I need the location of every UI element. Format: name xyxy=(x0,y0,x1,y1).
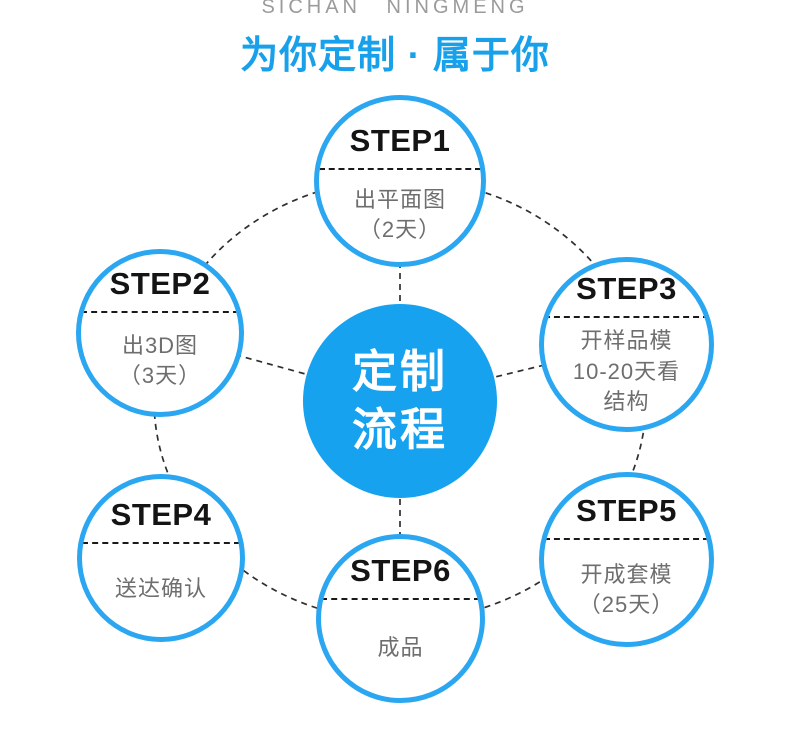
step2-desc-line: （3天） xyxy=(118,363,202,389)
step3-desc-line: 结构 xyxy=(603,388,650,414)
step-circle-2: STEP2 出3D图 （3天） xyxy=(76,249,244,417)
center-circle-custom-process: 定制 流程 xyxy=(303,304,497,498)
step-circle-3: STEP3 开样品模 10-20天看 结构 xyxy=(539,257,714,432)
center-text-line1: 定制 xyxy=(351,346,448,398)
step3-desc-line: 10-20天看 xyxy=(572,358,681,384)
step4-description: 送达确认 xyxy=(82,542,240,637)
step2-label: STEP2 xyxy=(109,265,211,301)
step6-label: STEP6 xyxy=(350,552,451,588)
step3-description: 开样品模 10-20天看 结构 xyxy=(544,316,709,427)
step5-label: STEP5 xyxy=(576,493,677,529)
center-text-line2: 流程 xyxy=(351,404,448,455)
step1-description: 出平面图 （2天） xyxy=(319,168,481,262)
step5-desc-line: 开成套模 xyxy=(580,561,673,587)
step1-divider xyxy=(319,168,481,171)
step3-desc-line: 开样品模 xyxy=(580,328,673,354)
step1-desc-line: （2天） xyxy=(358,217,442,243)
step1-desc-line: 出平面图 xyxy=(353,186,446,212)
step6-description: 成品 xyxy=(321,598,480,698)
radial-line-step2 xyxy=(159,333,401,401)
brand-text: SICHAN NINGMENG xyxy=(261,0,529,18)
step-circle-6: STEP6 成品 xyxy=(316,534,485,703)
step4-divider xyxy=(82,542,240,545)
step3-label: STEP3 xyxy=(576,271,677,307)
step3-divider xyxy=(544,316,709,319)
step-circle-1: STEP1 出平面图 （2天） xyxy=(314,95,486,267)
step-circle-5: STEP5 开成套模 （25天） xyxy=(539,472,714,647)
step5-desc-line: （25天） xyxy=(578,592,675,618)
step5-divider xyxy=(544,538,709,541)
step6-divider xyxy=(321,597,480,600)
step4-label: STEP4 xyxy=(110,497,212,533)
page-title: 为你定制 · 属于你 xyxy=(240,35,550,77)
step5-description: 开成套模 （25天） xyxy=(544,538,709,642)
step6-desc-line: 成品 xyxy=(377,634,424,660)
step1-label: STEP1 xyxy=(349,123,451,159)
step2-desc-line: 出3D图 xyxy=(121,333,199,359)
step2-description: 出3D图 （3天） xyxy=(81,311,239,412)
step-circle-4: STEP4 送达确认 xyxy=(77,474,245,642)
step2-divider xyxy=(81,310,239,313)
step4-desc-line: 送达确认 xyxy=(114,576,207,602)
